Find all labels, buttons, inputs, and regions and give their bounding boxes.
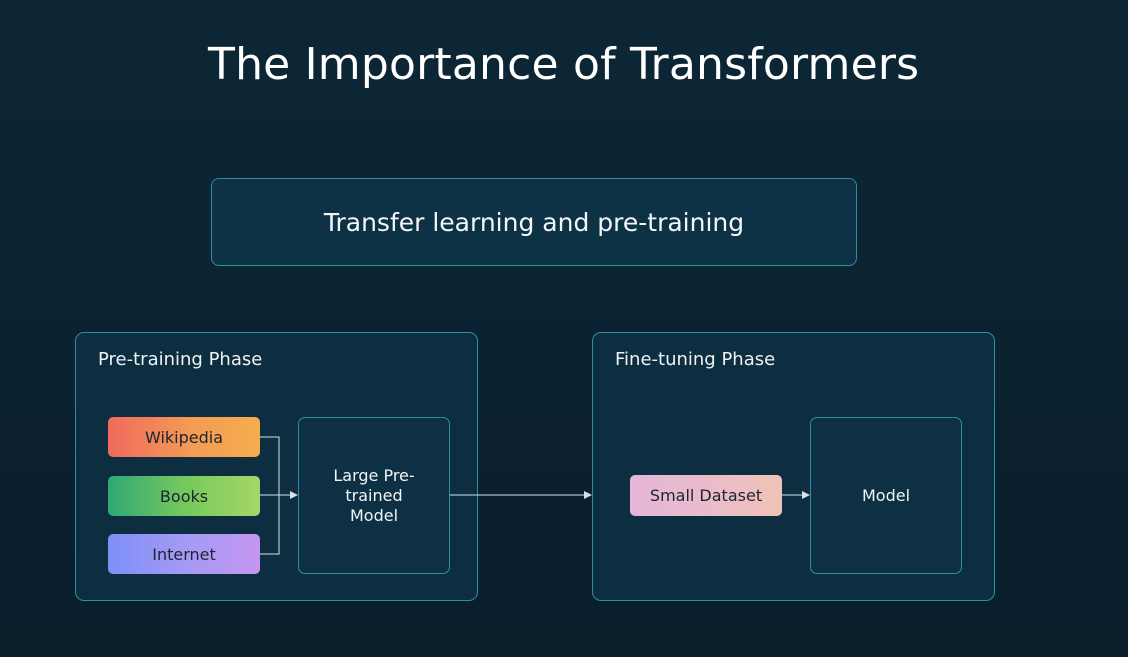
- source-wikipedia: Wikipedia: [108, 417, 260, 457]
- finetuned-model-box: Model: [810, 417, 962, 574]
- source-books: Books: [108, 476, 260, 516]
- banner-label: Transfer learning and pre-training: [323, 207, 745, 237]
- source-internet-label: Internet: [152, 544, 216, 564]
- slide-title: The Importance of Transformers: [208, 39, 920, 90]
- source-internet: Internet: [108, 534, 260, 574]
- large-pretrained-model-label: Large Pre-trained Model: [333, 465, 415, 525]
- transfer-learning-banner: Transfer learning and pre-training: [211, 178, 857, 266]
- source-books-label: Books: [159, 486, 209, 506]
- large-pretrained-model-box: Large Pre-trained Model: [298, 417, 450, 574]
- finetuned-model-label: Model: [861, 485, 911, 505]
- small-dataset-box: Small Dataset: [630, 475, 782, 516]
- small-dataset-label: Small Dataset: [649, 486, 763, 505]
- pretraining-phase-title: Pre-training Phase: [98, 349, 263, 370]
- source-wikipedia-label: Wikipedia: [144, 427, 224, 447]
- finetuning-phase-title: Fine-tuning Phase: [615, 349, 776, 370]
